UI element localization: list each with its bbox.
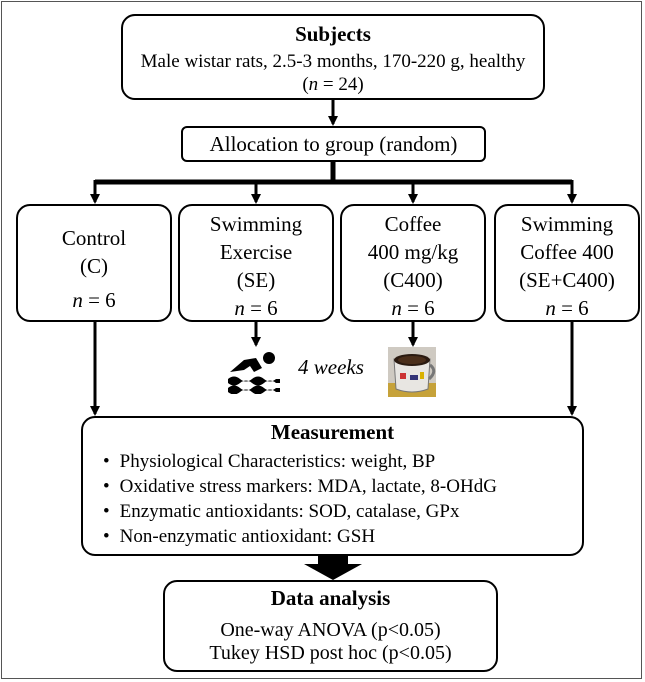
group-swimming-n: n = 6 [234,296,278,320]
arrow-measurement-to-analysis [304,556,362,580]
measurement-title: Measurement [270,420,395,444]
group-coffee-n: n = 6 [391,296,435,320]
group-swimming-box: Swimming Exercise (SE) n = 6 [178,204,334,322]
allocation-label: Allocation to group (random) [209,132,458,156]
analysis-item: One-way ANOVA (p<0.05) [220,619,441,641]
analysis-item: Tukey HSD post hoc (p<0.05) [209,642,452,664]
duration-label: 4 weeks [298,355,364,379]
subjects-count: (n = 24) [302,74,364,95]
measurement-item: Enzymatic antioxidants: SOD, catalase, G… [103,499,582,524]
group-control-name: Control [61,226,127,250]
group-swim-coffee-line2: Coffee 400 [520,240,614,264]
group-swim-coffee-line1: Swimming [520,212,614,236]
group-swimming-line1: Swimming [209,212,303,236]
analysis-box: Data analysis One-way ANOVA (p<0.05) Tuk… [163,580,498,672]
measurement-list: Physiological Characteristics: weight, B… [103,449,582,549]
measurement-item: Physiological Characteristics: weight, B… [103,449,582,474]
group-swim-coffee-abbr: (SE+C400) [519,268,615,292]
swimmer-icon [228,352,280,394]
group-swimming-line2: Exercise [219,240,293,264]
group-swimming-abbr: (SE) [236,268,276,292]
subjects-box: Subjects Male wistar rats, 2.5-3 months,… [121,14,545,100]
coffee-cup-icon [388,347,436,397]
measurement-box: Measurement Physiological Characteristic… [81,416,584,556]
group-coffee-abbr: (C400) [383,268,443,292]
group-swim-coffee-box: Swimming Coffee 400 (SE+C400) n = 6 [494,204,640,322]
measurement-item: Oxidative stress markers: MDA, lactate, … [103,474,582,499]
group-coffee-dose: 400 mg/kg [367,240,459,264]
group-swim-coffee-n: n = 6 [545,296,589,320]
measurement-item: Non-enzymatic antioxidant: GSH [103,524,582,549]
group-coffee-line1: Coffee [384,212,442,236]
group-coffee-box: Coffee 400 mg/kg (C400) n = 6 [340,204,486,322]
group-control-box: Control (C) n = 6 [16,204,172,322]
analysis-title: Data analysis [270,586,391,610]
subjects-title: Subjects [295,22,371,46]
allocation-box: Allocation to group (random) [181,126,486,162]
group-control-abbr: (C) [80,254,108,278]
group-control-n: n = 6 [72,288,116,312]
subjects-description: Male wistar rats, 2.5-3 months, 170-220 … [140,51,526,72]
